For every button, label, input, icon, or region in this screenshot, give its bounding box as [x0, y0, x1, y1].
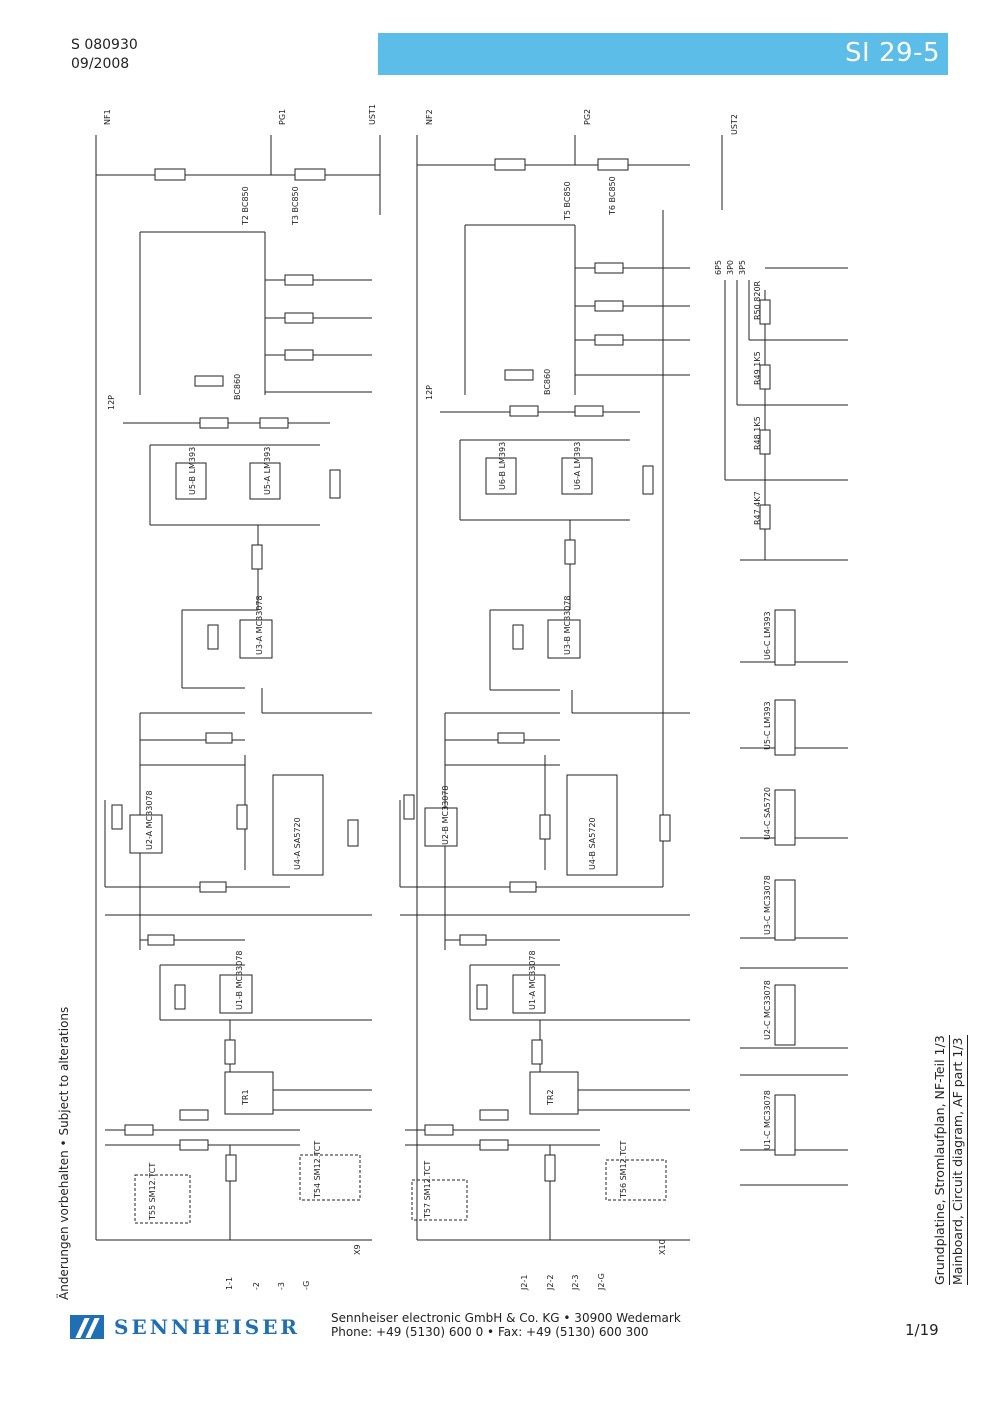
svg-text:T57 SM12.TCT: T57 SM12.TCT — [423, 1161, 432, 1219]
schematic-labels: NF1 PG1 UST1 NF2 PG2 UST2 T2 BC850 T3 BC… — [103, 104, 772, 1291]
svg-text:U6-C LM393: U6-C LM393 — [763, 611, 772, 660]
svg-text:U1-B MC33078: U1-B MC33078 — [235, 950, 244, 1010]
svg-text:R49 1K5: R49 1K5 — [753, 351, 762, 385]
svg-text:U6-A LM393: U6-A LM393 — [573, 442, 582, 490]
company-address: Sennheiser electronic GmbH & Co. KG • 30… — [331, 1311, 681, 1325]
svg-text:NF2: NF2 — [425, 109, 434, 125]
svg-text:X10: X10 — [658, 1239, 667, 1255]
svg-text:U2-C MC33078: U2-C MC33078 — [763, 980, 772, 1040]
svg-text:3P5: 3P5 — [738, 260, 747, 275]
company-info: Sennheiser electronic GmbH & Co. KG • 30… — [331, 1311, 681, 1339]
svg-text:U3-C MC33078: U3-C MC33078 — [763, 875, 772, 935]
svg-text:-2: -2 — [252, 1282, 261, 1290]
svg-text:PG1: PG1 — [278, 109, 287, 125]
svg-text:1-1: 1-1 — [225, 1277, 234, 1290]
svg-text:3P0: 3P0 — [726, 260, 735, 275]
svg-text:U4-B SA5720: U4-B SA5720 — [588, 817, 597, 870]
model-title: SI 29-5 — [845, 38, 940, 68]
svg-text:12P: 12P — [107, 395, 116, 410]
tvs-diode-boxes — [134, 1154, 667, 1224]
document-number-block: S 080930 09/2008 — [71, 36, 138, 74]
svg-text:6P5: 6P5 — [714, 260, 723, 275]
svg-text:U2-A MC33078: U2-A MC33078 — [145, 790, 154, 850]
svg-text:U6-B LM393: U6-B LM393 — [498, 442, 507, 490]
svg-text:BC860: BC860 — [233, 374, 242, 400]
svg-text:T54 SM12.TCT: T54 SM12.TCT — [313, 1141, 322, 1199]
svg-text:J2-2: J2-2 — [546, 1275, 555, 1291]
svg-text:J2-1: J2-1 — [520, 1275, 529, 1291]
svg-text:T6 BC850: T6 BC850 — [608, 176, 617, 216]
header-banner: SI 29-5 — [378, 33, 948, 75]
svg-text:R50 820R: R50 820R — [753, 280, 762, 320]
svg-text:BC860: BC860 — [543, 369, 552, 395]
svg-text:NF1: NF1 — [103, 109, 112, 125]
sennheiser-logo: SENNHEISER — [70, 1314, 300, 1340]
svg-text:T3 BC850: T3 BC850 — [291, 186, 300, 226]
svg-text:TR1: TR1 — [241, 1089, 250, 1106]
svg-text:T5 BC850: T5 BC850 — [563, 181, 572, 221]
component-bodies — [111, 158, 796, 1182]
svg-text:X9: X9 — [353, 1244, 362, 1255]
schematic-wiring — [95, 135, 848, 1241]
svg-text:U1-C MC33078: U1-C MC33078 — [763, 1090, 772, 1150]
svg-text:TR2: TR2 — [546, 1089, 555, 1106]
svg-text:U4-C SA5720: U4-C SA5720 — [763, 787, 772, 840]
svg-text:J2-G: J2-G — [597, 1273, 606, 1291]
sheet-title-german: Grundplatine, Stromlaufplan, NF-Teil 1/3 — [932, 1035, 950, 1285]
svg-text:U4-A SA5720: U4-A SA5720 — [293, 817, 302, 870]
svg-text:T2 BC850: T2 BC850 — [241, 186, 250, 226]
svg-text:U5-B LM393: U5-B LM393 — [188, 447, 197, 495]
sheet-title-english: Mainboard, Circuit diagram, AF part 1/3 — [950, 1035, 968, 1285]
svg-text:-3: -3 — [277, 1282, 286, 1290]
sennheiser-logo-icon — [70, 1315, 104, 1339]
svg-text:U3-A MC33078: U3-A MC33078 — [255, 595, 264, 655]
svg-text:UST1: UST1 — [368, 104, 377, 125]
svg-text:U2-B MC33078: U2-B MC33078 — [441, 785, 450, 845]
svg-text:U5-A LM393: U5-A LM393 — [263, 447, 272, 495]
svg-text:R48 1K5: R48 1K5 — [753, 416, 762, 450]
svg-text:U5-C LM393: U5-C LM393 — [763, 701, 772, 750]
svg-text:U3-B MC33078: U3-B MC33078 — [563, 595, 572, 655]
document-date: 09/2008 — [71, 56, 130, 72]
company-phone: Phone: +49 (5130) 600 0 • Fax: +49 (5130… — [331, 1325, 649, 1339]
svg-text:-G: -G — [302, 1281, 311, 1290]
sheet-title: Grundplatine, Stromlaufplan, NF-Teil 1/3… — [932, 1035, 968, 1285]
svg-text:12P: 12P — [425, 385, 434, 400]
svg-text:U1-A MC33078: U1-A MC33078 — [528, 950, 537, 1010]
svg-text:PG2: PG2 — [583, 109, 592, 125]
svg-text:R47 4K7: R47 4K7 — [753, 491, 762, 525]
brand-name: SENNHEISER — [114, 1315, 301, 1339]
document-number: S 080930 — [71, 37, 138, 53]
page-number: 1/19 — [905, 1321, 939, 1339]
svg-text:UST2: UST2 — [730, 114, 739, 135]
svg-text:J2-3: J2-3 — [571, 1275, 580, 1291]
svg-text:T55 SM12.TCT: T55 SM12.TCT — [148, 1163, 157, 1221]
svg-text:T56 SM12.TCT: T56 SM12.TCT — [619, 1141, 628, 1199]
